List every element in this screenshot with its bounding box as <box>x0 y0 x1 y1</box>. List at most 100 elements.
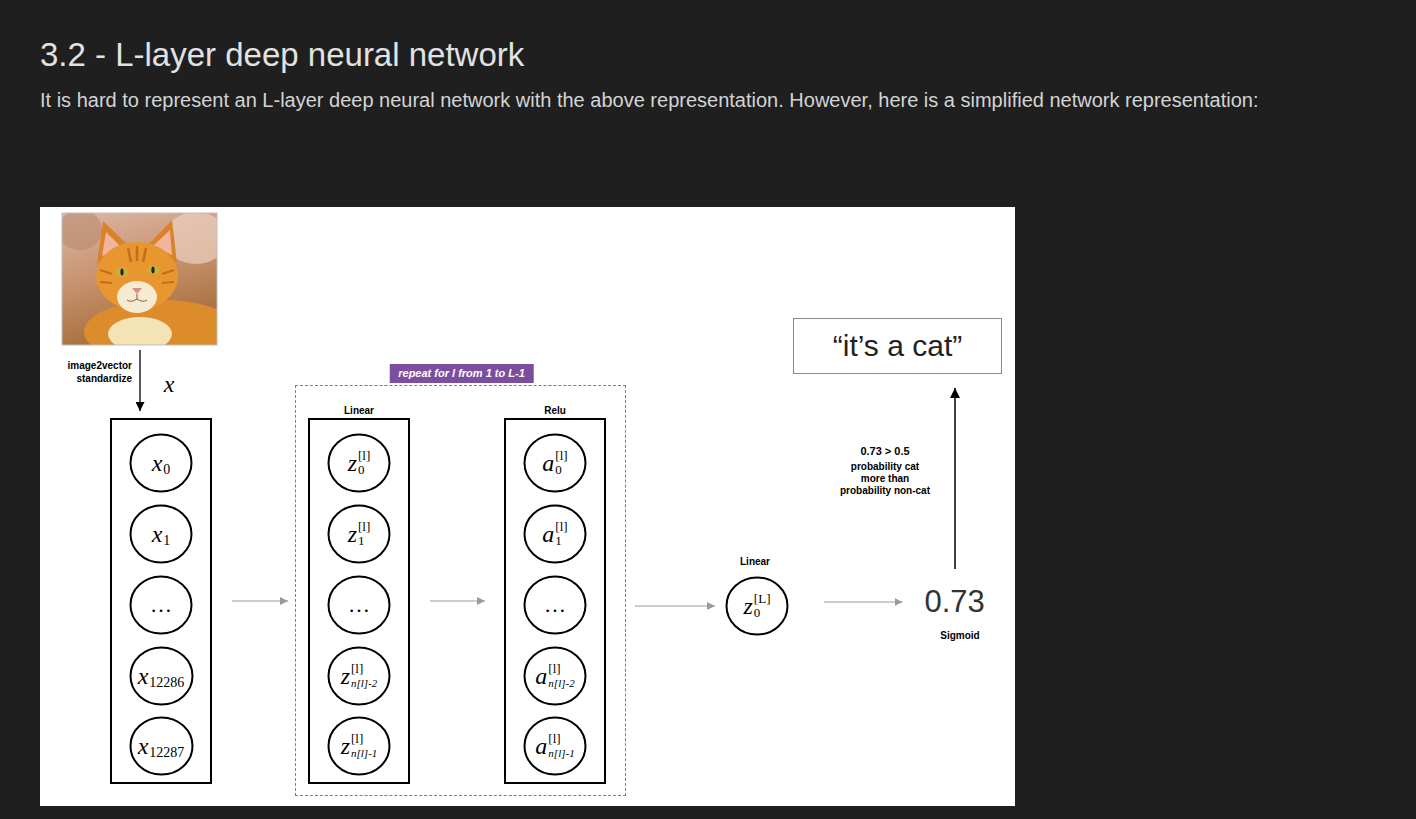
caption-box: Sigmoid <box>940 625 979 643</box>
unit-formula: x12287 <box>138 733 185 759</box>
subscript-index: 1 <box>358 534 370 548</box>
input-unit: … <box>129 575 193 635</box>
subscript-index: 0 <box>555 463 567 477</box>
subscript-index: n[l]-2 <box>548 676 574 690</box>
relu-unit: a[l]n[l]-1 <box>523 716 587 776</box>
layer-superscript: [l] <box>351 732 377 746</box>
ellipsis-symbol: … <box>348 594 370 616</box>
layer-superscript: [l] <box>358 520 370 534</box>
unit-formula: a[l]n[l]-2 <box>535 662 574 690</box>
layer-superscript: [l] <box>358 449 370 463</box>
unit-label: z[l]0 <box>327 433 391 493</box>
ellipsis-symbol: … <box>544 594 566 616</box>
unit-circle <box>329 506 390 563</box>
unit-circle <box>131 506 192 563</box>
unit-formula: z[L]0 <box>744 592 771 620</box>
relu-unit: … <box>523 575 587 635</box>
unit-circle <box>131 435 192 492</box>
layer-heading: Linear <box>344 404 374 418</box>
script-stack: [l]n[l]-2 <box>548 662 574 690</box>
label-box: image2vector standardize <box>54 359 132 385</box>
relu-unit: a[l]0 <box>523 433 587 493</box>
unit-formula: a[l]1 <box>542 520 567 548</box>
unit-formula: … <box>150 594 172 616</box>
heading-box: repeat for l from 1 to L-1 <box>389 363 534 383</box>
subscript-index: 1 <box>555 534 567 548</box>
cat-photo <box>62 213 217 345</box>
heading-box: x <box>164 370 175 398</box>
probability-value: 0.73Sigmoid <box>925 585 986 619</box>
unit-label: z[l]1 <box>327 504 391 564</box>
unit-outline <box>523 504 587 564</box>
unit-outline <box>327 716 391 776</box>
unit-label: z[l]n[l]-2 <box>327 646 391 706</box>
unit-label: a[l]1 <box>523 504 587 564</box>
unit-label: a[l]n[l]-2 <box>523 646 587 706</box>
label-box: It is hard to represent an L-layer deep … <box>40 87 1385 113</box>
input-unit: x12287 <box>129 716 194 776</box>
variable-symbol: x <box>138 663 149 689</box>
title-box: 3.2 - L-layer deep neural network <box>40 35 524 75</box>
linear-unit: z[l]n[l]-2 <box>327 646 391 706</box>
unit-formula: z[l]1 <box>348 520 371 548</box>
subscript-index: 12286 <box>149 676 184 690</box>
script-stack: [l]1 <box>555 520 567 548</box>
layer-superscript: [l] <box>548 732 574 746</box>
preprocess-note: image2vector standardize <box>54 359 132 385</box>
photo-frame <box>62 213 217 345</box>
linear-unit: z[l]0 <box>327 433 391 493</box>
script-stack: [l]n[l]-1 <box>548 732 574 760</box>
unit-formula: … <box>348 594 370 616</box>
subscript-index: n[l]-1 <box>548 746 574 760</box>
unit-formula: z[l]n[l]-1 <box>341 732 378 760</box>
unit-formula: z[l]0 <box>348 449 371 477</box>
variable-symbol: z <box>348 450 357 476</box>
unit-label: x12287 <box>129 716 194 776</box>
script-stack: [l]1 <box>358 520 370 548</box>
layer-heading: Relu <box>544 404 566 418</box>
unit-label: … <box>129 575 193 635</box>
unit-circle <box>525 577 586 634</box>
input-vector-box: x0x1…x12286x12287x <box>110 418 212 784</box>
subscript-index: n[l]-2 <box>351 676 377 690</box>
unit-formula: … <box>544 594 566 616</box>
output-unit: Linearz[L]0 <box>725 576 789 636</box>
variable-symbol: z <box>744 593 753 619</box>
variable-symbol: a <box>535 663 547 689</box>
flow-arrow <box>430 601 485 602</box>
threshold-note: 0.73 > 0.5 <box>835 444 935 458</box>
relu-unit: a[l]1 <box>523 504 587 564</box>
flow-arrow <box>635 606 715 607</box>
unit-label: … <box>327 575 391 635</box>
vector-symbol: x <box>164 370 175 398</box>
script-stack: [L]0 <box>754 592 771 620</box>
unit-circle <box>131 577 192 634</box>
prediction-box: “it’s a cat” <box>793 318 1002 374</box>
decision-note: probability cat more than probability no… <box>839 461 931 497</box>
unit-label: a[l]n[l]-1 <box>523 716 587 776</box>
unit-circle <box>525 435 586 492</box>
input-unit: x12286 <box>129 646 194 706</box>
figure-panel <box>40 207 1015 806</box>
label-box: probability cat more than probability no… <box>839 461 931 497</box>
subscript-index: 12287 <box>149 746 184 760</box>
subscript-index: 0 <box>754 606 771 620</box>
unit-outline <box>327 646 391 706</box>
unit-label: z[l]n[l]-1 <box>327 716 391 776</box>
subscript-index: 0 <box>358 463 370 477</box>
repeat-block: z[l]0z[l]1…z[l]n[l]-2z[l]n[l]-1Lineara[l… <box>295 385 626 796</box>
unit-circle <box>525 648 586 705</box>
unit-circle <box>329 435 390 492</box>
linear-unit: … <box>327 575 391 635</box>
unit-circle <box>329 718 390 775</box>
unit-label: x1 <box>129 504 193 564</box>
layer-superscript: [l] <box>555 449 567 463</box>
script-stack: [l]n[l]-2 <box>351 662 377 690</box>
script-stack: [l]0 <box>358 449 370 477</box>
unit-label: … <box>523 575 587 635</box>
linear-layer-box: z[l]0z[l]1…z[l]n[l]-2z[l]n[l]-1Linear <box>308 418 410 784</box>
unit-circle <box>525 506 586 563</box>
variable-symbol: z <box>348 521 357 547</box>
unit-circle <box>329 577 390 634</box>
